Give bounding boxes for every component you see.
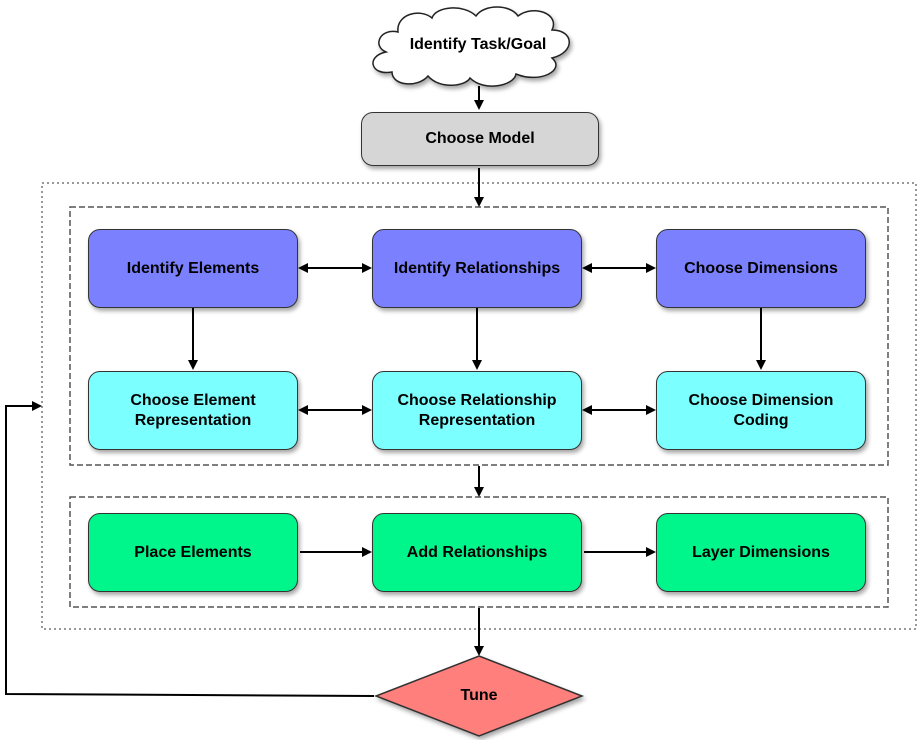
choose-relationship-representation-line1: Choose Relationship [397, 391, 557, 409]
choose-dimensions-box: Choose Dimensions [656, 229, 866, 308]
place-elements-box: Place Elements [88, 513, 298, 592]
start-label: Identify Task/Goal [409, 36, 547, 53]
start-cloud [372, 6, 570, 87]
choose-dimension-coding-line1: Choose Dimension [688, 391, 834, 409]
choose-dimension-coding-label: Choose Dimension Coding [673, 391, 850, 431]
choose-dimensions-label: Choose Dimensions [684, 259, 838, 277]
layer-dimensions-box: Layer Dimensions [656, 513, 866, 592]
layer-dimensions-label: Layer Dimensions [692, 543, 830, 561]
tune-diamond [373, 655, 585, 737]
choose-relationship-representation-line2: Representation [418, 411, 536, 429]
choose-dimension-coding-line2: Coding [733, 411, 789, 429]
choose-model-box: Choose Model [361, 112, 599, 166]
tune-label: Tune [460, 687, 498, 704]
dashed-group-bottom [69, 496, 889, 608]
identify-relationships-label: Identify Relationships [393, 259, 561, 277]
choose-relationship-representation-label: Choose Relationship Representation [381, 391, 572, 431]
identify-elements-box: Identify Elements [88, 229, 298, 308]
choose-element-representation-line1: Choose Element [130, 391, 256, 409]
dashed-group-top [69, 206, 889, 466]
choose-model-label: Choose Model [425, 130, 535, 147]
choose-element-representation-label: Choose Element Representation [114, 391, 271, 431]
choose-dimension-coding-box: Choose Dimension Coding [656, 371, 866, 450]
place-elements-label: Place Elements [134, 543, 252, 561]
choose-element-representation-box: Choose Element Representation [88, 371, 298, 450]
add-relationships-label: Add Relationships [406, 543, 548, 561]
add-relationships-box: Add Relationships [372, 513, 582, 592]
identify-relationships-box: Identify Relationships [372, 229, 582, 308]
identify-elements-label: Identify Elements [126, 259, 260, 277]
choose-element-representation-line2: Representation [134, 411, 252, 429]
choose-relationship-representation-box: Choose Relationship Representation [372, 371, 582, 450]
feedback-loop-arrow [5, 401, 375, 697]
